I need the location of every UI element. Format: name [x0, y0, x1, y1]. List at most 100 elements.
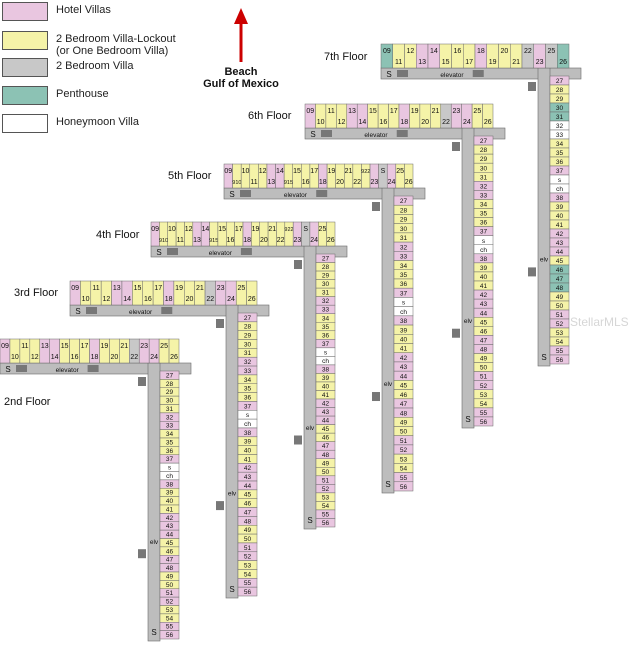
unit-number: 36	[166, 448, 174, 455]
unit-number: 12	[259, 168, 267, 175]
legend-swatch	[2, 58, 48, 77]
legend-label: Penthouse	[56, 88, 109, 100]
unit-number: 33	[400, 254, 408, 261]
stair-block	[86, 307, 97, 314]
unit-number: 14	[430, 48, 438, 55]
unit-number: 39	[556, 204, 564, 211]
unit-number: S	[381, 168, 386, 175]
unit-number: 20	[110, 354, 118, 361]
floor-label-5th: 5th Floor	[168, 170, 212, 182]
unit-number: 49	[244, 527, 252, 534]
unit-number: 44	[166, 532, 174, 539]
legend-label: 2 Bedroom Villa-Lockout (or One Bedroom …	[56, 33, 176, 57]
stair-label: S	[386, 70, 391, 79]
unit-number: 49	[322, 460, 330, 467]
unit-number: 37	[322, 341, 330, 348]
unit-number: 34	[480, 202, 488, 209]
unit-number: 19	[252, 226, 260, 233]
unit-number: 42	[322, 401, 330, 408]
unit-number: 25	[160, 343, 168, 350]
unit-number: 51	[400, 438, 408, 445]
beach-label: Beach Gulf of Mexico	[203, 66, 279, 90]
elv-label: elv	[306, 425, 315, 432]
unit-number: 24	[150, 354, 158, 361]
unit-number: 40	[556, 213, 564, 220]
stair-block	[372, 202, 380, 211]
elevator-block	[240, 248, 252, 255]
unit-number: 27	[244, 315, 252, 322]
unit-number: 34	[400, 263, 408, 270]
unit-number: 46	[166, 548, 174, 555]
unit-number: 910	[232, 180, 241, 186]
unit-number: 32	[166, 414, 174, 421]
unit-number: 12	[102, 296, 110, 303]
unit-number: 17	[81, 343, 89, 350]
unit-number: 13	[348, 108, 356, 115]
unit-number: 51	[166, 590, 174, 597]
unit-number: 56	[480, 419, 488, 426]
watermark: StellarMLS	[570, 315, 629, 329]
unit-number: 14	[123, 296, 131, 303]
unit-number: 51	[480, 374, 488, 381]
beach-title: Beach	[224, 66, 258, 78]
unit-number: ch	[556, 186, 563, 193]
legend-swatch	[2, 86, 48, 105]
unit-number: 26	[170, 354, 178, 361]
unit-number: s	[168, 465, 172, 472]
floor-label-4th: 4th Floor	[96, 229, 140, 241]
legend-honeymoon-villa: Honeymoon Villa	[2, 114, 139, 133]
legend-two-bedroom-lockout: 2 Bedroom Villa-Lockout (or One Bedroom …	[2, 31, 176, 57]
unit-number: 40	[244, 448, 252, 455]
elevator-block	[452, 328, 460, 338]
unit-number: 26	[405, 179, 413, 186]
elevator-block	[316, 190, 328, 197]
unit-number: 27	[166, 372, 174, 379]
corridor-vertical	[381, 187, 395, 494]
unit-number: 09	[1, 343, 9, 350]
unit-number: 55	[400, 475, 408, 482]
unit-number: 27	[322, 256, 330, 263]
unit-number: 23	[140, 343, 148, 350]
unit-number: 19	[327, 168, 335, 175]
unit-number: 14	[359, 119, 367, 126]
unit-number: 24	[310, 237, 318, 244]
unit-number: 13	[113, 285, 121, 292]
unit-number: 49	[166, 573, 174, 580]
unit-number: 46	[480, 328, 488, 335]
unit-number: 16	[144, 296, 152, 303]
unit-number: 18	[243, 237, 251, 244]
unit-number: 32	[400, 244, 408, 251]
unit-number: 38	[480, 256, 488, 263]
unit-number: 915	[284, 180, 293, 186]
unit-number: 11	[177, 237, 184, 244]
unit-number: 16	[227, 237, 235, 244]
unit-number: 16	[453, 48, 461, 55]
unit-number: 37	[480, 229, 488, 236]
unit-number: 18	[319, 179, 327, 186]
unit-number: 31	[400, 235, 408, 242]
unit-number: 15	[218, 226, 226, 233]
unit-number: 43	[244, 474, 252, 481]
elevator-block	[294, 435, 302, 445]
unit-number: 18	[477, 48, 485, 55]
floor-label-3rd: 3rd Floor	[14, 287, 59, 299]
unit-number: 53	[556, 330, 564, 337]
unit-number: 37	[556, 168, 564, 175]
unit-number: 15	[61, 343, 69, 350]
unit-number: 29	[244, 333, 252, 340]
unit-number: 09	[306, 108, 314, 115]
unit-number: 34	[244, 377, 252, 384]
unit-number: 41	[244, 456, 252, 463]
unit-number: 35	[480, 211, 488, 218]
unit-number: 25	[238, 285, 246, 292]
unit-number: 30	[556, 105, 564, 112]
elevator-label: elevator	[129, 309, 153, 316]
unit-number: 39	[244, 439, 252, 446]
unit-cell	[237, 586, 258, 597]
unit-number: 28	[322, 264, 330, 271]
unit-number: 16	[379, 119, 387, 126]
unit-number: 15	[293, 168, 301, 175]
unit-number: 22	[442, 119, 450, 126]
unit-number: 30	[322, 281, 330, 288]
unit-number: 55	[166, 624, 174, 631]
